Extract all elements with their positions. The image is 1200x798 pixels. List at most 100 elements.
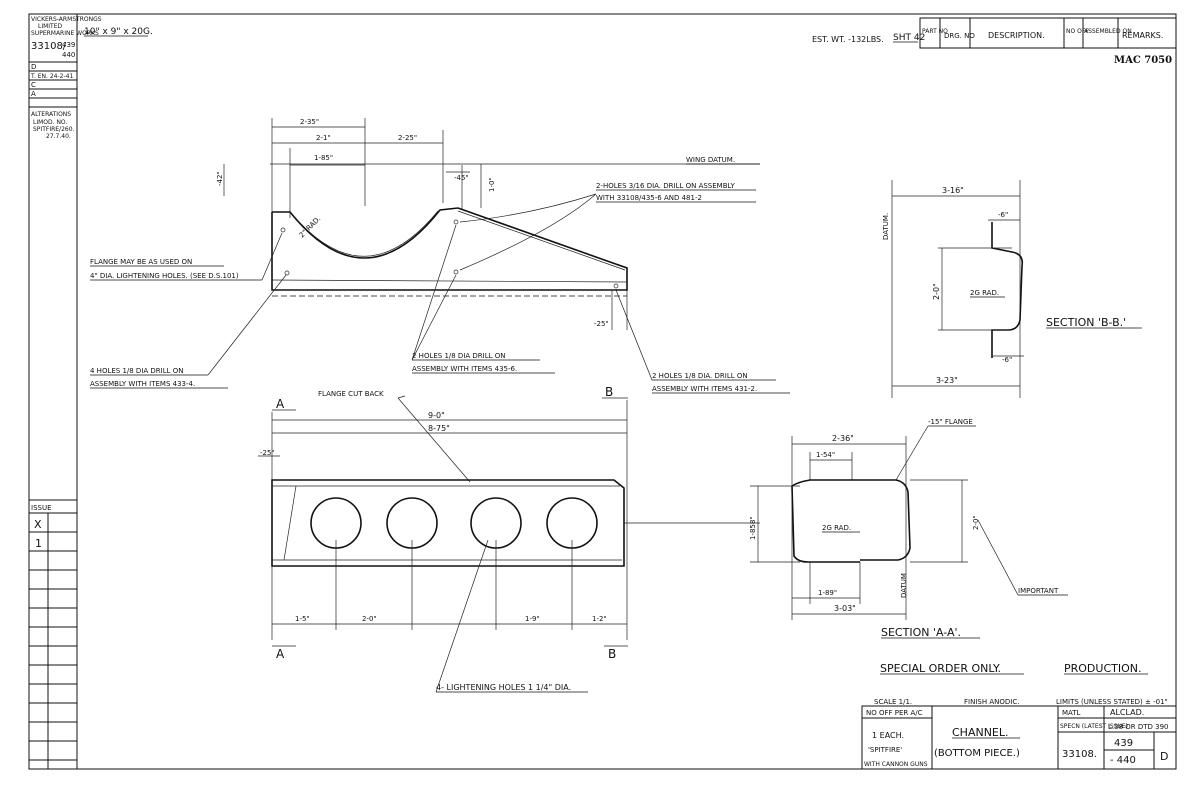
bb-datum: DATUM. xyxy=(882,213,890,240)
issue-mark-x: X xyxy=(34,518,42,531)
col-description: DESCRIPTION. xyxy=(988,31,1045,40)
title-bottom-piece: (BOTTOM PIECE.) xyxy=(934,748,1020,759)
bb-dim-3-16: 3-16" xyxy=(942,186,964,195)
alteration-line-3: 27.7.40. xyxy=(46,133,71,140)
maker-line-1: VICKERS-ARMSTRONGS xyxy=(31,16,102,23)
dim-25: -25" xyxy=(594,320,609,328)
section-b-b: DATUM. 3-16" -6" 2-0" 2G RAD. -6" 3-23" … xyxy=(882,180,1142,398)
production: PRODUCTION. xyxy=(1064,662,1141,675)
alterations-title: ALTERATIONS xyxy=(31,111,71,118)
col-assembled-on: ASSEMBLED ON xyxy=(1084,28,1132,35)
section-a-a: 2-36" 1-54" -15" FLANGE 1-858" 2-0" 2G R… xyxy=(749,418,1068,639)
issue-row-d: D xyxy=(31,63,36,71)
note-2holes-mid-line-1: 2 HOLES 1/8 DIA DRILL ON xyxy=(412,352,506,360)
col-remarks: REMARKS. xyxy=(1122,31,1163,40)
drawing-range-bottom: 440 xyxy=(62,51,75,59)
note-2holes-right-line-2: ASSEMBLY WITH ITEMS 431-2. xyxy=(652,385,757,393)
dim-2-1: 2-1" xyxy=(316,134,331,142)
number-439: 439 xyxy=(1114,738,1133,749)
estimated-weight: EST. WT. -132LBS. xyxy=(812,35,884,44)
aa-dim-1-89: 1-89" xyxy=(818,589,837,597)
dim-2-35: 2-35" xyxy=(300,118,319,126)
issue-label: ISSUE xyxy=(31,504,52,512)
header: 10" x 9" x 20G. EST. WT. -132LBS. SHT 42… xyxy=(84,17,1177,66)
aa-rad: 2G RAD. xyxy=(822,524,851,532)
title-channel: CHANNEL. xyxy=(952,726,1009,739)
col-no-off: NO OFF xyxy=(1066,28,1089,35)
drawing-range-top: 439 xyxy=(62,41,75,49)
matl-label: MATL xyxy=(1062,709,1081,717)
no-off-per-ac: NO OFF PER A/C xyxy=(866,709,923,717)
limits: LIMITS (UNLESS STATED) ± -01" xyxy=(1056,698,1168,706)
spec-label: SPECN (LATEST ISSUE) xyxy=(1060,723,1128,730)
aa-important: IMPORTANT xyxy=(1018,587,1059,595)
dim-1-5: 1-5" xyxy=(295,615,310,623)
issue-d: D xyxy=(1160,750,1168,763)
issue-row-ten: T. EN. 24-2-41 xyxy=(30,73,73,80)
drawing-border xyxy=(28,13,1177,770)
dim-8-75: 8-75" xyxy=(428,424,450,433)
rad-2in: 2" RAD. xyxy=(298,215,323,240)
dim-2-0: 2-0" xyxy=(362,615,377,623)
maker-line-3: SUPERMARINE WORKS xyxy=(31,30,99,37)
finish: FINISH ANODIC. xyxy=(964,698,1019,706)
section-mark-b-top: B xyxy=(605,385,613,399)
aa-dim-1-858: 1-858" xyxy=(749,516,757,540)
number-440: - 440 xyxy=(1110,755,1136,766)
dim-1-2: 1-2" xyxy=(592,615,607,623)
dim-1-85: 1-85" xyxy=(314,154,333,162)
sheet-number: SHT 42 xyxy=(893,33,925,43)
bb-dim-2-0: 2-0" xyxy=(932,283,941,300)
alteration-line-1: LIMOD. NO. xyxy=(33,119,67,126)
col-drg-no: DRG. NO xyxy=(944,32,975,40)
col-part-no: PART NO xyxy=(922,28,948,35)
section-mark-b-bottom: B xyxy=(608,647,616,661)
aa-dim-2-0: 2-0" xyxy=(972,515,980,530)
section-aa-title: SECTION 'A-A'. xyxy=(881,626,961,639)
wing-datum: WING DATUM. xyxy=(686,156,735,164)
issue-row-c: C xyxy=(31,81,36,89)
aa-datum: DATUM xyxy=(900,573,908,598)
spitfire: 'SPITFIRE' xyxy=(868,746,902,754)
issue-mark-1: 1 xyxy=(35,537,42,550)
section-mark-a-top: A xyxy=(276,397,285,411)
title-block: SPECIAL ORDER ONLY. PRODUCTION. SCALE 1/… xyxy=(861,662,1177,770)
scale: SCALE 1/1. xyxy=(874,698,912,706)
note-4holes-line-1: 4 HOLES 1/8 DIA DRILL ON xyxy=(90,367,184,375)
issue-row-a: A xyxy=(31,90,36,98)
lightening-holes-note: 4- LIGHTENING HOLES 1 1/4" DIA. xyxy=(436,683,571,692)
spec: L.38 OR DTD 390 xyxy=(1108,723,1169,731)
dim-1-9: 1-9" xyxy=(525,615,540,623)
each: 1 EACH. xyxy=(872,731,904,740)
maker-line-2: LIMITED xyxy=(38,23,63,30)
dim-42: -42" xyxy=(216,171,224,186)
note-4holes-line-2: ASSEMBLY WITH ITEMS 433-4. xyxy=(90,380,195,388)
drawing-number-footer: 33108. xyxy=(1062,749,1097,760)
aa-flange: -15" FLANGE xyxy=(928,418,973,426)
bb-dim-6-bottom: -6" xyxy=(1002,356,1012,364)
note-flange-line-2: 4" DIA. LIGHTENING HOLES. (SEE D.S.101) xyxy=(90,272,239,280)
dim-1-0: 1-0" xyxy=(488,177,496,192)
drawing-number: 33108/ xyxy=(31,41,67,52)
special-order: SPECIAL ORDER ONLY. xyxy=(880,662,1001,675)
flange-cut-back: FLANGE CUT BACK xyxy=(318,390,384,398)
dim-9-0: 9-0" xyxy=(428,411,445,420)
sidebar: VICKERS-ARMSTRONGS LIMITED SUPERMARINE W… xyxy=(30,16,102,550)
section-mark-a-bottom: A xyxy=(276,647,285,661)
bb-rad: 2G RAD. xyxy=(970,289,999,297)
stock-size: 10" x 9" x 20G. xyxy=(84,27,153,37)
dim-2-25: 2-25" xyxy=(398,134,417,142)
aa-dim-3-03: 3-03" xyxy=(834,604,856,613)
mac-number: MAC 7050 xyxy=(1114,55,1172,66)
bb-dim-6-top: -6" xyxy=(998,211,1008,219)
dim-25b: -25" xyxy=(260,449,275,457)
main-view-profile: 2-35" 2-1" 2-25" 1-85" -42" -45" 1-0" 2"… xyxy=(90,118,790,693)
note-flange-line-1: FLANGE MAY BE AS USED ON xyxy=(90,258,192,266)
aa-dim-2-36: 2-36" xyxy=(832,434,854,443)
aa-dim-1-54: 1-54" xyxy=(816,451,835,459)
section-bb-title: SECTION 'B-B.' xyxy=(1046,316,1126,329)
cannon-guns: WITH CANNON GUNS xyxy=(864,761,928,768)
note-2holes-top-line-1: 2-HOLES 3/16 DIA. DRILL ON ASSEMBLY xyxy=(596,182,735,190)
note-2holes-right-line-1: 2 HOLES 1/8 DIA. DRILL ON xyxy=(652,372,748,380)
